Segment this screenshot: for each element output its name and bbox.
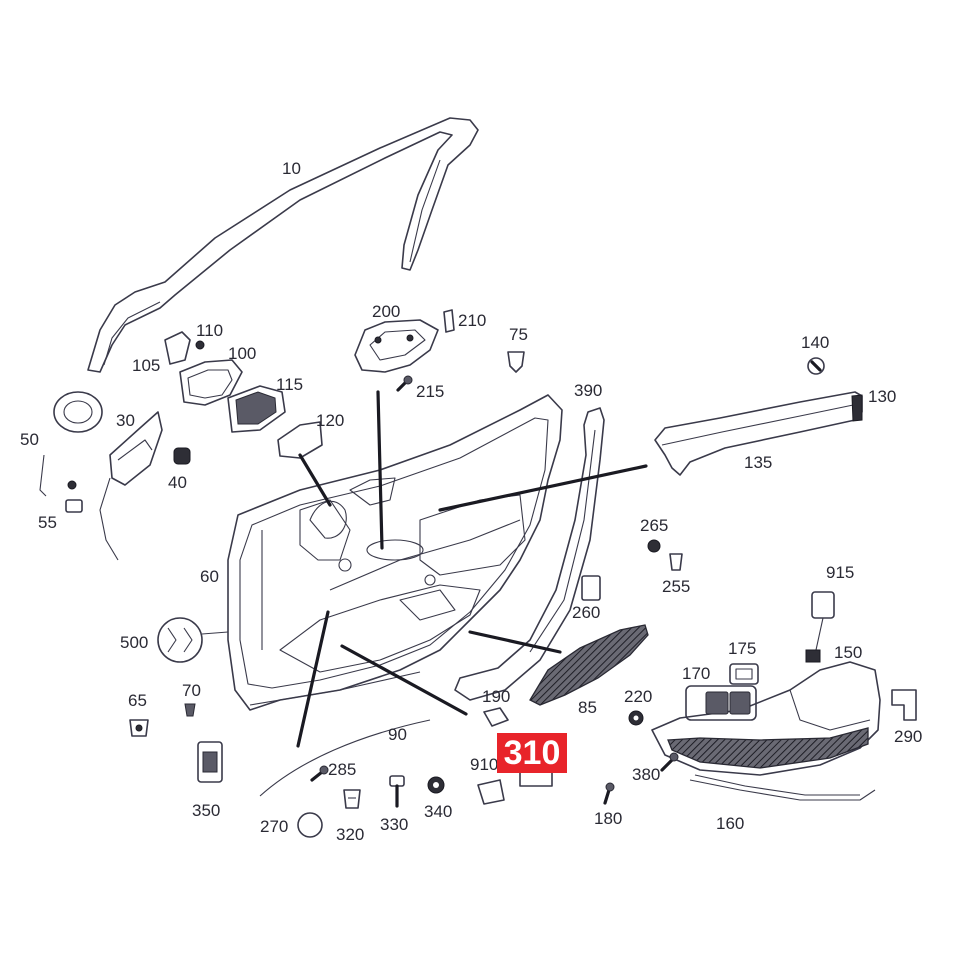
- label-part-75: 75: [509, 325, 528, 344]
- label-part-255: 255: [662, 577, 691, 596]
- label-part-175: 175: [728, 639, 757, 658]
- label-part-265: 265: [640, 516, 669, 535]
- part-140-bolt: [807, 357, 825, 375]
- label-part-330: 330: [380, 815, 409, 834]
- leader-lines: [296, 390, 648, 748]
- part-500-wrench-symbol: [157, 617, 229, 663]
- part-60-door-panel: [227, 394, 563, 711]
- label-part-390: 390: [574, 381, 603, 400]
- label-part-210: 210: [458, 311, 487, 330]
- part-65-clip: [129, 719, 149, 737]
- part-340-nut: [427, 776, 445, 794]
- part-50-tweeter: [39, 391, 103, 497]
- label-part-910: 910: [470, 755, 499, 774]
- label-part-350: 350: [192, 801, 221, 820]
- part-380-screw: [660, 752, 679, 772]
- part-100-bezel: [179, 359, 243, 406]
- part-200-handle-bracket: [354, 319, 439, 373]
- highlighted-part-310-badge: 310: [497, 733, 567, 773]
- part-135-sill-trim: [654, 391, 863, 476]
- label-part-70: 70: [182, 681, 201, 700]
- part-910-310-lock-parts: [477, 769, 553, 805]
- label-part-200: 200: [372, 302, 401, 321]
- label-part-270: 270: [260, 817, 289, 836]
- part-75-clip: [507, 351, 525, 373]
- part-215-screw: [396, 375, 413, 392]
- label-part-260: 260: [572, 603, 601, 622]
- label-part-500: 500: [120, 633, 149, 652]
- part-110-clip: [195, 340, 205, 350]
- part-10-window-frame-trim: [87, 117, 479, 373]
- label-part-290: 290: [894, 727, 923, 746]
- label-part-285: 285: [328, 760, 357, 779]
- part-85-speaker-grille: [529, 624, 649, 706]
- label-part-380: 380: [632, 765, 661, 784]
- part-270-ring: [297, 812, 323, 838]
- label-part-50: 50: [20, 430, 39, 449]
- label-part-140: 140: [801, 333, 830, 352]
- part-330-pin: [389, 775, 405, 808]
- part-350-module: [197, 741, 223, 783]
- label-part-105: 105: [132, 356, 161, 375]
- label-part-170: 170: [682, 664, 711, 683]
- part-105-bracket: [164, 331, 191, 365]
- label-part-340: 340: [424, 802, 453, 821]
- label-part-130: 130: [868, 387, 897, 406]
- label-part-150: 150: [834, 643, 863, 662]
- label-part-115: 115: [276, 375, 304, 394]
- part-190-bracket: [483, 707, 509, 727]
- part-915-connector: [805, 591, 835, 663]
- part-210-clip: [443, 309, 455, 333]
- part-55-clip: [65, 480, 83, 513]
- label-part-160: 160: [716, 814, 745, 833]
- label-part-220: 220: [624, 687, 653, 706]
- label-part-10: 10: [282, 159, 301, 178]
- part-90-cable: [259, 719, 431, 797]
- label-part-90: 90: [388, 725, 407, 744]
- part-260-bracket: [581, 575, 601, 601]
- label-part-320: 320: [336, 825, 365, 844]
- part-265-grommet: [647, 539, 661, 553]
- label-part-60: 60: [200, 567, 219, 586]
- part-115-speaker: [227, 385, 286, 433]
- part-320-clip: [343, 789, 361, 809]
- label-part-40: 40: [168, 473, 187, 492]
- label-part-120: 120: [316, 411, 345, 430]
- label-part-180: 180: [594, 809, 623, 828]
- part-255-clip: [669, 553, 683, 571]
- label-part-135: 135: [744, 453, 773, 472]
- label-part-110: 110: [196, 321, 224, 340]
- label-part-100: 100: [228, 344, 257, 363]
- label-part-915: 915: [826, 563, 855, 582]
- part-290-clip: [891, 689, 917, 721]
- label-part-65: 65: [128, 691, 147, 710]
- part-285-screw: [310, 765, 329, 782]
- part-40-grommet: [173, 447, 191, 465]
- part-390-pillar-trim: [454, 407, 605, 701]
- part-70-clip: [184, 703, 196, 717]
- part-30-mirror-cover: [99, 411, 163, 561]
- part-220-nut: [628, 710, 644, 726]
- part-175-switch: [729, 663, 759, 685]
- part-160-armrest-panel: [651, 661, 881, 801]
- label-part-85: 85: [578, 698, 597, 717]
- part-180-screw: [603, 782, 615, 805]
- label-part-55: 55: [38, 513, 57, 532]
- label-part-30: 30: [116, 411, 135, 430]
- label-part-215: 215: [416, 382, 445, 401]
- part-170-window-switch: [685, 685, 757, 721]
- label-part-190: 190: [482, 687, 511, 706]
- part-120-cover: [277, 421, 323, 459]
